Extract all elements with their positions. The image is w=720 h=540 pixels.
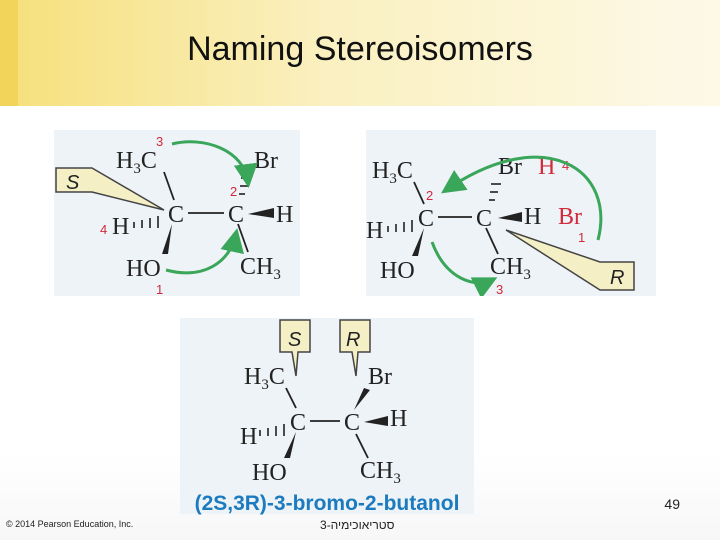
atom-h3c: H3C bbox=[244, 364, 285, 393]
atom-c3: C bbox=[344, 410, 360, 436]
atom-h-left: H bbox=[366, 218, 383, 244]
atom-ho: HO bbox=[126, 256, 161, 282]
atom-br-red: Br bbox=[558, 204, 582, 230]
hash-c2-h bbox=[259, 424, 285, 436]
atom-c2: C bbox=[168, 202, 184, 228]
molecule-bottom: S R H3C Br H C C H HO CH3 bbox=[240, 319, 407, 487]
r-flag-pointer bbox=[339, 319, 371, 377]
title-band-accent bbox=[0, 0, 18, 106]
atom-h3c: H3C bbox=[116, 148, 157, 177]
atom-h-right: H bbox=[276, 202, 293, 228]
page-number: 49 bbox=[664, 496, 680, 512]
arrow-priority-left-bottom bbox=[165, 228, 244, 275]
atom-ch3: CH3 bbox=[360, 458, 401, 487]
copyright-notice: © 2014 Pearson Education, Inc. bbox=[6, 519, 134, 529]
wedge-c2-ho bbox=[162, 224, 172, 254]
atom-h-right: H bbox=[390, 406, 407, 432]
bond-c2-ch3 bbox=[285, 387, 297, 409]
atom-ho: HO bbox=[380, 258, 415, 284]
priority-2: 2 bbox=[230, 184, 237, 199]
hash-c2-h bbox=[133, 216, 159, 228]
footer-text: סטריאוכימיה-3 bbox=[320, 518, 395, 532]
atom-c3: C bbox=[228, 202, 244, 228]
r-flag-label: R bbox=[346, 329, 360, 351]
wedge-c3-h bbox=[498, 212, 522, 222]
atom-ch3: CH3 bbox=[240, 254, 281, 283]
atom-ch3: CH3 bbox=[490, 254, 531, 283]
molecule-left: S H3C Br H C C H HO CH3 3 2 4 1 bbox=[55, 134, 293, 297]
panel-right: H3C Br H 4 H C C H Br 1 HO CH3 3 2 R bbox=[366, 130, 656, 299]
atom-h-right: H bbox=[524, 204, 541, 230]
atom-br: Br bbox=[368, 364, 392, 390]
bond-c3-ch3 bbox=[355, 433, 369, 459]
title-band bbox=[0, 0, 720, 106]
s-flag-label: S bbox=[288, 329, 302, 351]
wedge-c3-h bbox=[364, 416, 388, 426]
atom-h3c: H3C bbox=[372, 158, 413, 187]
arrow-priority-right-bottom bbox=[430, 241, 498, 299]
priority-4: 4 bbox=[100, 222, 107, 237]
priority-4: 4 bbox=[562, 158, 569, 173]
bond-c2-ch3 bbox=[163, 171, 175, 201]
s-flag-label: S bbox=[66, 172, 80, 194]
s-flag-pointer bbox=[55, 167, 165, 211]
r-flag-label: R bbox=[610, 267, 624, 289]
r-flag-pointer bbox=[505, 229, 635, 291]
hash-c2-h bbox=[387, 220, 413, 232]
bond-c3-ch3 bbox=[237, 223, 249, 253]
compound-name-caption: (2S,3R)-3-bromo-2-butanol bbox=[194, 492, 460, 515]
panel-left: S H3C Br H C C H HO CH3 3 2 4 1 bbox=[54, 130, 300, 297]
priority-3: 3 bbox=[496, 282, 503, 296]
atom-h-left: H bbox=[240, 424, 257, 450]
priority-1: 1 bbox=[578, 230, 585, 245]
wedge-c3-h bbox=[248, 208, 274, 218]
hash-c3-br bbox=[489, 183, 501, 201]
bond-c2-ch3 bbox=[413, 181, 425, 205]
slide-title: Naming Stereoisomers bbox=[187, 30, 533, 68]
s-flag-pointer bbox=[279, 319, 311, 377]
wedge-c2-ho bbox=[412, 228, 424, 256]
atom-h-red: H bbox=[538, 154, 555, 180]
wedge-c2-ho bbox=[284, 432, 296, 458]
molecule-right: H3C Br H 4 H C C H Br 1 HO CH3 3 2 R bbox=[366, 154, 635, 299]
atom-br: Br bbox=[254, 148, 278, 174]
arrow-priority-left-top bbox=[171, 140, 258, 188]
atom-c2: C bbox=[290, 410, 306, 436]
atom-ho: HO bbox=[252, 460, 287, 486]
priority-2: 2 bbox=[426, 188, 433, 203]
panel-bottom: S R H3C Br H C C H HO CH3 bbox=[180, 318, 474, 514]
atom-c2: C bbox=[418, 206, 434, 232]
atom-c3: C bbox=[476, 206, 492, 232]
wedge-c3-br bbox=[354, 388, 370, 410]
atom-h-left: H bbox=[112, 214, 129, 240]
arrow-priority-right-top bbox=[441, 155, 603, 241]
bond-c3-ch3 bbox=[485, 227, 499, 255]
priority-1: 1 bbox=[156, 282, 163, 296]
priority-3: 3 bbox=[156, 134, 163, 149]
